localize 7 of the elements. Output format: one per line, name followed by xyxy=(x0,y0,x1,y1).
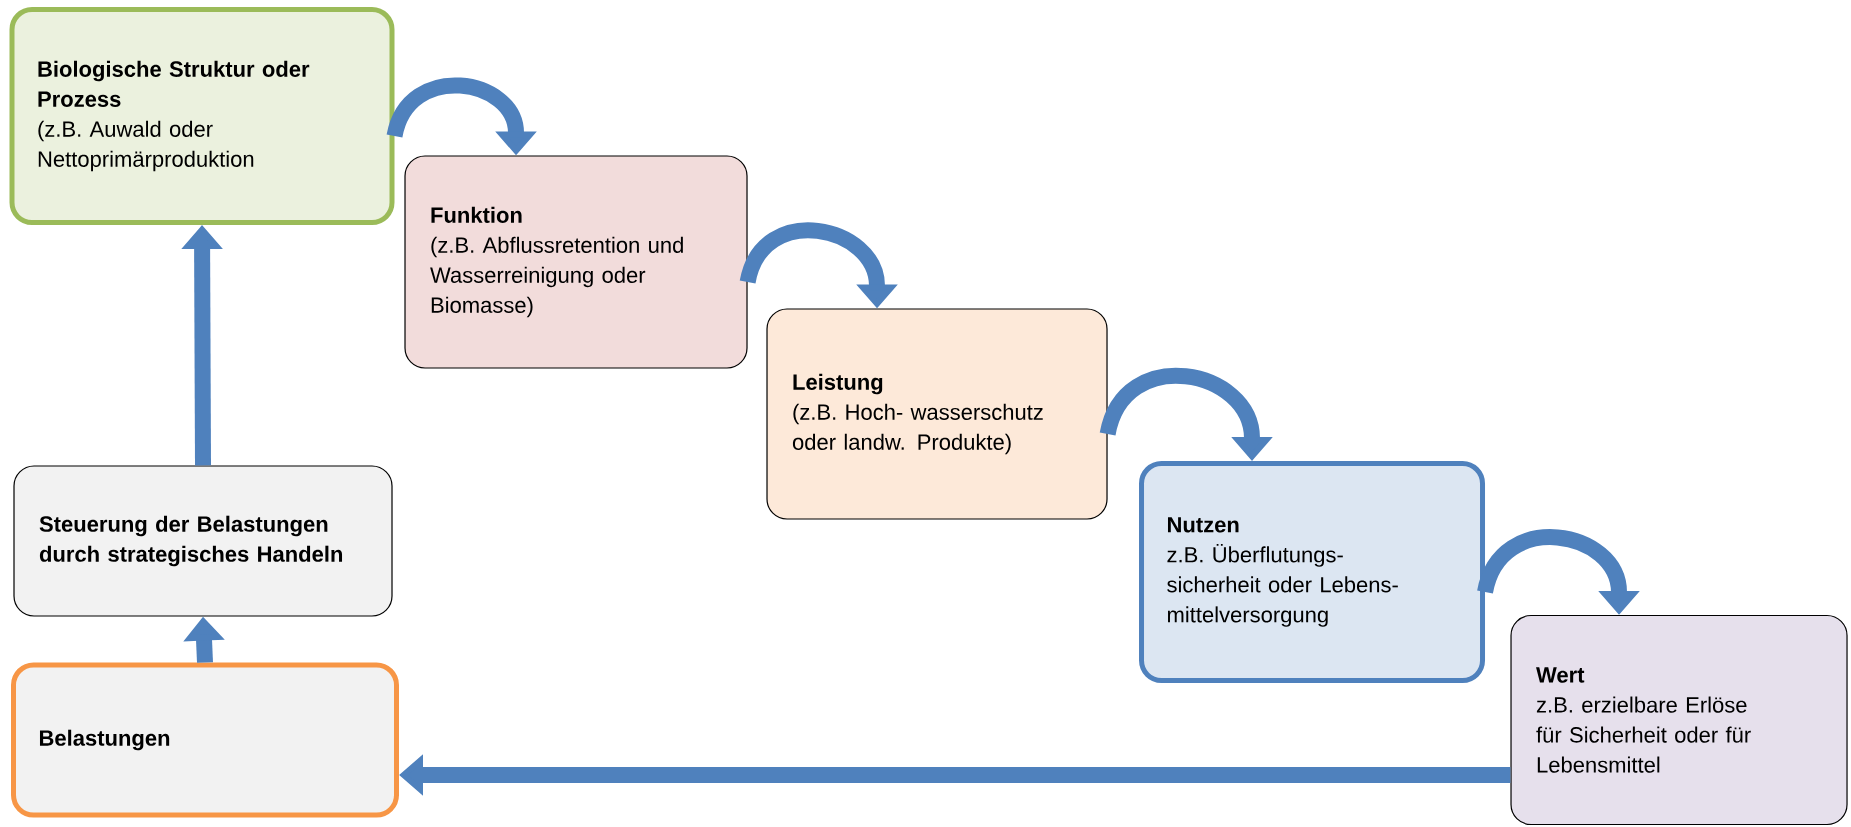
process-box: Biologische Struktur oder Prozess (z.B. Auwald oder Nettoprimärproduktion xyxy=(9,7,395,225)
process-box: Steuerung der Belastungen durch strategisches Handeln xyxy=(13,465,393,617)
process-box: Leistung (z.B. Hoch- wasserschutz oder landw. Produkte) xyxy=(766,308,1108,520)
process-box: Nutzen z.B. Überflutungs- sicherheit oder Lebens- mittelversorgung xyxy=(1139,461,1485,683)
process-box: Wert z.B. erzielbare Erlöse für Sicherheit oder für Lebensmittel xyxy=(1510,614,1848,826)
process-box: Belastungen xyxy=(11,662,399,818)
process-box: Funktion (z.B. Abflussretention und Wasserreinigung oder Biomasse) xyxy=(404,155,748,369)
